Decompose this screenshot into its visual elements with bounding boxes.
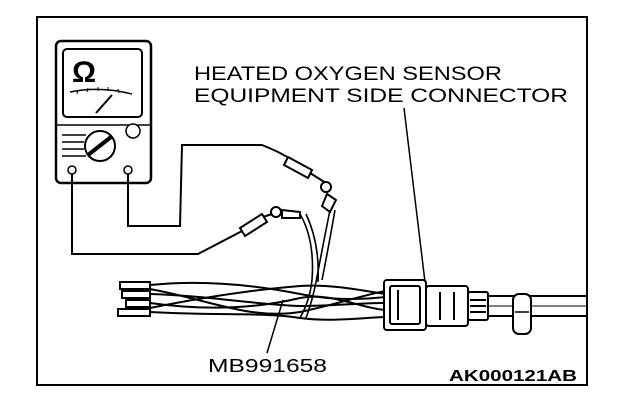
harness-label: MB991658 [208,356,327,376]
ohmmeter-icon: Ω [54,39,153,185]
figure-frame [36,16,588,386]
upper-probe [282,155,338,214]
connector-icon [383,279,489,331]
connector-label-line1: HEATED OXYGEN SENSOR [194,64,502,85]
probe-harness-wires [299,209,336,319]
figure-id: AK000121AB [449,368,577,385]
lower-probe [238,206,301,238]
harness-leader-line [266,299,284,354]
test-harness [117,281,386,321]
sensor-cable [488,293,587,335]
ohm-symbol: Ω [72,56,96,89]
connector-leader-line [403,107,426,283]
connector-label-line2: EQUIPMENT SIDE CONNECTOR [194,86,568,107]
